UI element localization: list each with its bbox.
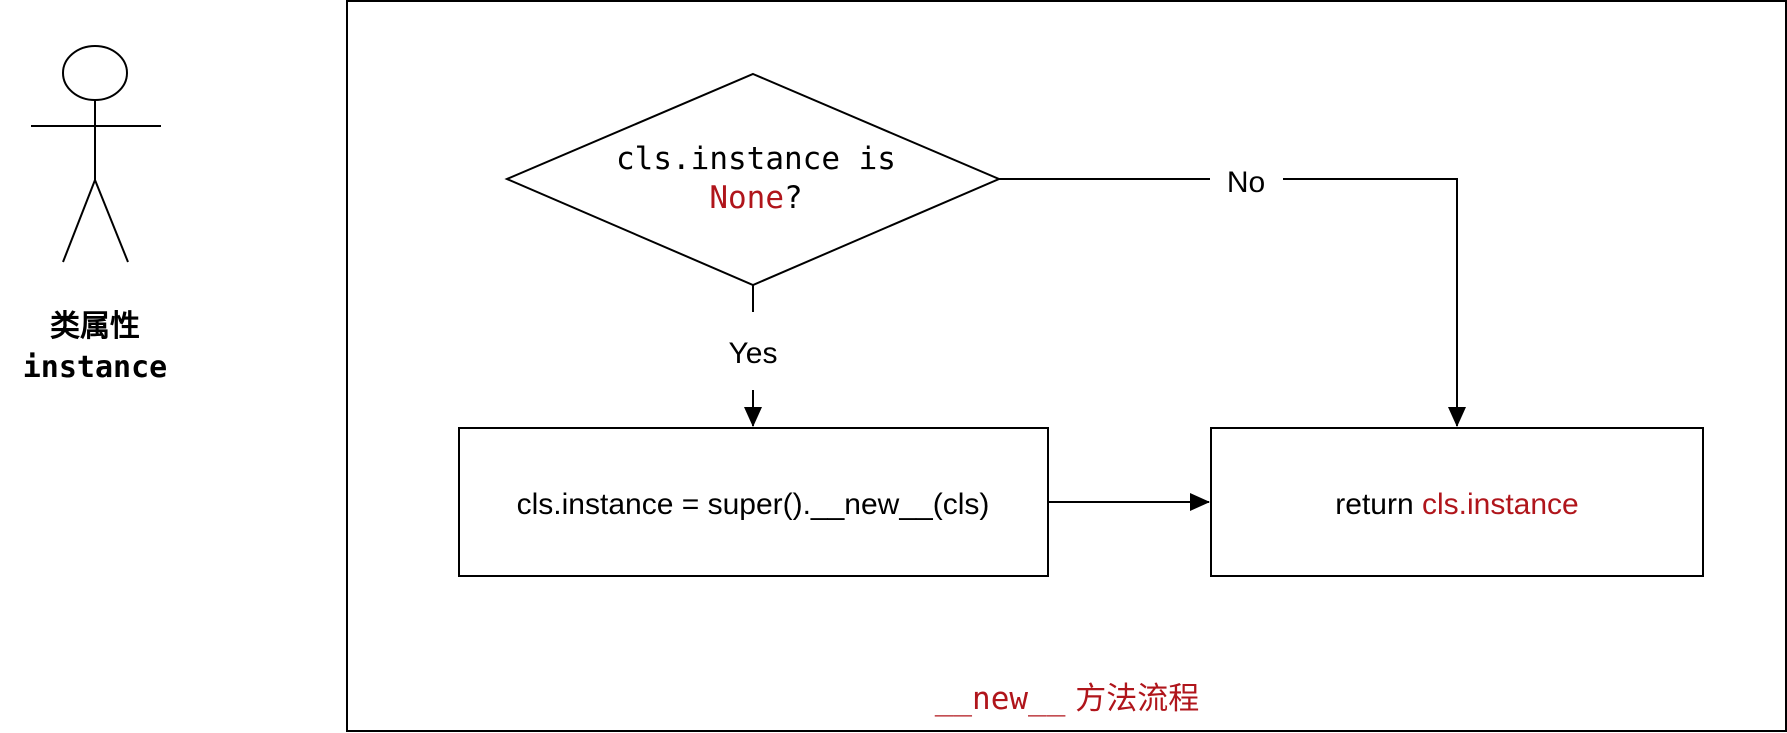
frame-caption-code: __new__ (935, 681, 1066, 717)
none-keyword: None (709, 180, 784, 216)
yes-label: Yes (729, 337, 778, 370)
frame-caption-text: 方法流程 (1075, 681, 1199, 717)
actor-label-chinese: 类属性 (50, 309, 140, 344)
return-value: cls.instance (1422, 488, 1579, 521)
return-box-text: return cls.instance (1335, 488, 1578, 521)
frame-caption: __new__ 方法流程 (935, 681, 1200, 717)
decision-condition-line2: None? (709, 180, 802, 216)
return-keyword: return (1335, 488, 1413, 521)
stick-figure-icon (31, 45, 161, 263)
question-mark: ? (784, 180, 803, 216)
actor-label-instance: instance (23, 350, 168, 385)
no-label: No (1227, 166, 1265, 199)
return-box (1210, 427, 1704, 577)
decision-condition-line1: cls.instance is (616, 141, 896, 177)
assign-box-text: cls.instance = super().__new__(cls) (517, 488, 990, 521)
process-frame (346, 0, 1787, 732)
no-edge-right (1283, 178, 1466, 427)
assign-box (458, 427, 1049, 577)
